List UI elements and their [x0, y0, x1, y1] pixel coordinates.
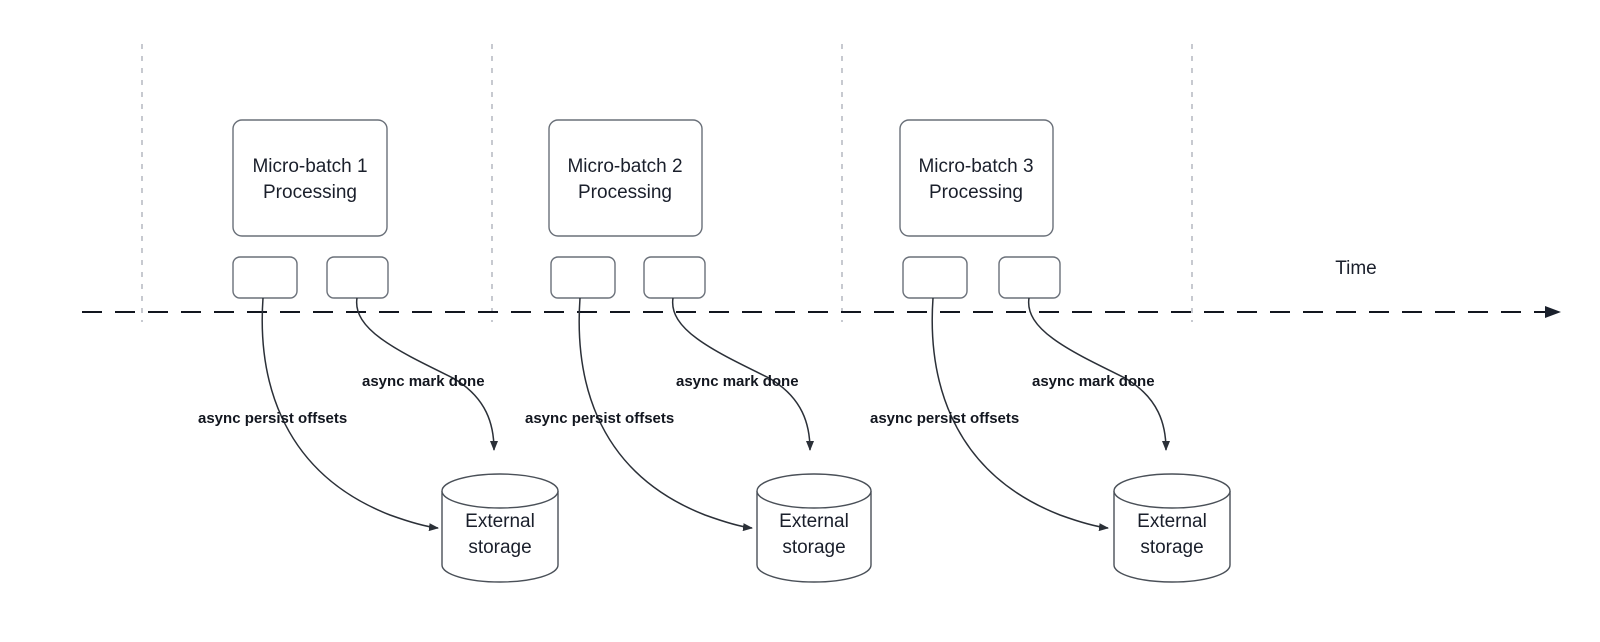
external-storage-3-label-line2: storage [1140, 537, 1203, 558]
micro-batch-3-processing-box[interactable] [899, 119, 1054, 237]
micro-batch-1-task-box-1[interactable] [232, 256, 298, 299]
micro-batch-2-mark-done-edge [672, 297, 814, 451]
micro-batch-1-persist-offsets-label: async persist offsets [198, 410, 347, 427]
micro-batch-3-task-box-2[interactable] [998, 256, 1061, 299]
time-axis-label: Time [1335, 258, 1377, 279]
micro-batch-3-label-line1: Micro-batch 3 [918, 156, 1033, 177]
micro-batch-3-mark-done-edge [1028, 297, 1170, 451]
micro-batch-2-persist-offsets-label: async persist offsets [525, 410, 674, 427]
external-storage-1[interactable]: External storage [441, 473, 559, 583]
micro-batch-2-persist-offsets-edge [578, 297, 753, 532]
micro-batch-3-mark-done-label: async mark done [1032, 373, 1155, 390]
external-storage-3-label-line1: External [1137, 511, 1207, 532]
external-storage-1-label-line2: storage [468, 537, 531, 558]
external-storage-1-label-line1: External [465, 511, 535, 532]
micro-batch-2-processing-box[interactable] [548, 119, 703, 237]
micro-batch-1-task-box-2[interactable] [326, 256, 389, 299]
micro-batch-3-label-line2: Processing [929, 182, 1023, 203]
micro-batch-3-persist-offsets-edge [931, 297, 1109, 532]
external-storage-2-label-line1: External [779, 511, 849, 532]
micro-batch-2-task-box-1[interactable] [550, 256, 616, 299]
micro-batch-group-2: Micro-batch 2 Processing async persist o… [525, 119, 872, 583]
micro-batch-1-mark-done-label: async mark done [362, 373, 485, 390]
external-storage-2-label-line2: storage [782, 537, 845, 558]
external-storage-3[interactable]: External storage [1113, 473, 1231, 583]
micro-batch-3-persist-offsets-label: async persist offsets [870, 410, 1019, 427]
micro-batch-group-3: Micro-batch 3 Processing async persist o… [870, 119, 1231, 583]
micro-batch-2-label-line2: Processing [578, 182, 672, 203]
micro-batch-group-1: Micro-batch 1 Processing async persist o… [198, 119, 559, 583]
timeline-tick-marks [141, 44, 1193, 322]
micro-batch-1-persist-offsets-edge [261, 297, 439, 532]
external-storage-2[interactable]: External storage [756, 473, 872, 583]
micro-batch-2-task-box-2[interactable] [643, 256, 706, 299]
micro-batch-1-label-line2: Processing [263, 182, 357, 203]
micro-batch-1-mark-done-edge [356, 297, 498, 451]
micro-batch-3-task-box-1[interactable] [902, 256, 968, 299]
micro-batch-1-processing-box[interactable] [232, 119, 388, 237]
micro-batch-2-label-line1: Micro-batch 2 [567, 156, 682, 177]
micro-batch-1-label-line1: Micro-batch 1 [252, 156, 367, 177]
micro-batch-2-mark-done-label: async mark done [676, 373, 799, 390]
